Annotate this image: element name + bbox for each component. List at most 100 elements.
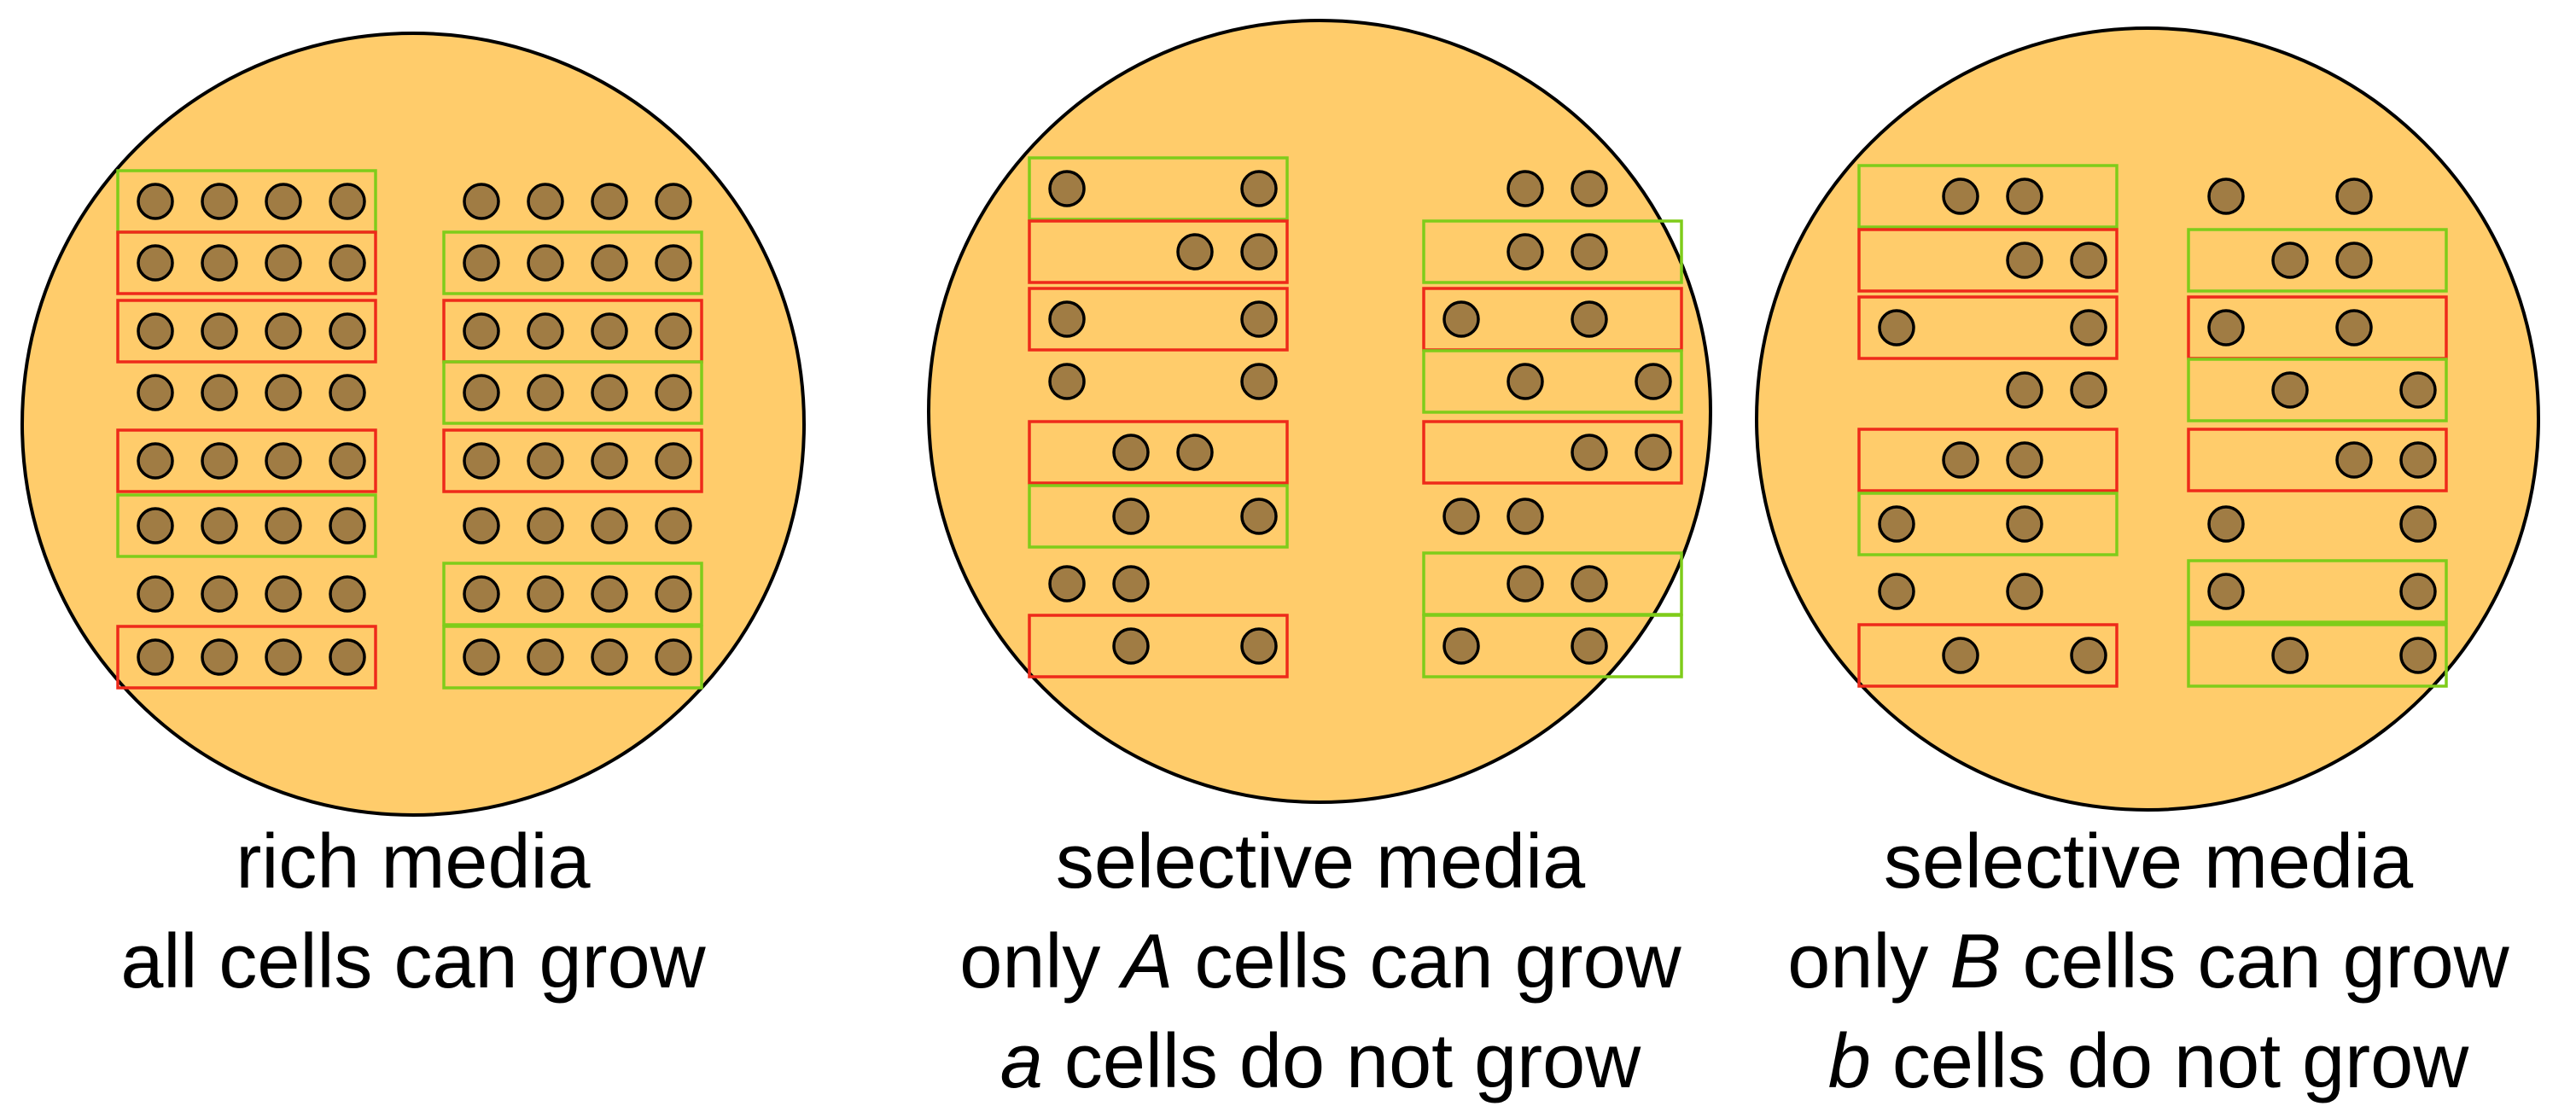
caption-text: only	[959, 919, 1122, 1004]
colony	[137, 638, 174, 676]
green-box-outline	[116, 493, 377, 558]
colony	[655, 312, 692, 350]
caption-text: only	[1787, 919, 1950, 1004]
colony	[2006, 242, 2043, 279]
colony	[201, 638, 238, 676]
colony	[655, 244, 692, 282]
colony	[591, 183, 628, 220]
colony	[1571, 434, 1608, 471]
green-box-outline	[442, 360, 703, 425]
colony	[1240, 300, 1278, 338]
petri-dish-rich	[20, 32, 806, 817]
colony	[2070, 309, 2107, 346]
colony	[527, 575, 564, 613]
colony	[527, 244, 564, 282]
colony	[137, 244, 174, 282]
colony	[1112, 627, 1150, 665]
colony	[1048, 565, 1086, 603]
green-box-outline	[1422, 614, 1683, 678]
colony	[265, 442, 302, 480]
colony	[201, 374, 238, 411]
colony	[2399, 637, 2437, 674]
colony	[2271, 242, 2309, 279]
colony	[137, 507, 174, 544]
colony	[137, 312, 174, 350]
green-box-outline	[2187, 228, 2448, 293]
colony	[527, 183, 564, 220]
colony	[329, 374, 366, 411]
caption-italic-term: b	[1827, 1019, 1871, 1104]
caption-line: all cells can grow	[114, 912, 712, 1012]
colony	[1878, 309, 1915, 346]
colony	[1442, 627, 1480, 665]
colony	[2006, 178, 2043, 215]
green-box-outline	[1028, 156, 1289, 221]
red-box-outline	[1028, 219, 1289, 284]
colony	[1571, 300, 1608, 338]
caption-text: rich media	[236, 819, 591, 905]
colony	[1571, 565, 1608, 603]
colony	[1942, 441, 1979, 479]
petri-dish-selective-B	[1755, 26, 2540, 812]
petri-dish-selective-A	[927, 19, 1712, 804]
green-box-outline	[1028, 484, 1289, 549]
plate-selective-B	[1755, 26, 2540, 812]
red-box-outline	[1028, 287, 1289, 352]
colony	[137, 442, 174, 480]
colony	[1507, 233, 1544, 271]
caption-text: selective media	[1055, 819, 1586, 905]
colony	[1878, 505, 1915, 543]
colony	[137, 183, 174, 220]
colony	[2271, 637, 2309, 674]
colony	[201, 244, 238, 282]
colony	[655, 507, 692, 544]
red-box-outline	[1857, 623, 2118, 688]
colony	[137, 374, 174, 411]
colony	[1571, 170, 1608, 207]
red-box-outline	[1422, 420, 1683, 485]
red-box-outline	[1028, 420, 1289, 485]
colony	[463, 575, 500, 613]
colony	[655, 374, 692, 411]
colony	[655, 575, 692, 613]
colony	[1240, 498, 1278, 535]
colony	[527, 638, 564, 676]
caption-text: cells can grow	[2001, 919, 2509, 1004]
colony	[1635, 434, 1672, 471]
colony	[1112, 498, 1150, 535]
red-box-outline	[116, 299, 377, 364]
colony	[1176, 233, 1214, 271]
colony	[655, 638, 692, 676]
colony	[527, 312, 564, 350]
colony	[2335, 309, 2373, 346]
green-box-outline	[1857, 164, 2118, 229]
colony	[201, 442, 238, 480]
plate-selective-A	[927, 19, 1712, 804]
colony	[329, 442, 366, 480]
colony	[1240, 627, 1278, 665]
colony	[1571, 233, 1608, 271]
colony	[463, 183, 500, 220]
colony	[265, 244, 302, 282]
colony	[201, 507, 238, 544]
caption-italic-term: B	[1949, 919, 2002, 1004]
colony	[527, 442, 564, 480]
colony	[329, 312, 366, 350]
green-box-outline	[2187, 358, 2448, 422]
red-box-outline	[1857, 228, 2118, 293]
colony	[1240, 233, 1278, 271]
colony	[1942, 637, 1979, 674]
caption-line: selective media	[1756, 812, 2541, 912]
colony	[1442, 498, 1480, 535]
colony	[463, 507, 500, 544]
green-box-outline	[1857, 492, 2118, 556]
colony	[2399, 505, 2437, 543]
green-box-outline	[2187, 559, 2448, 624]
colony	[1240, 170, 1278, 207]
green-box-outline	[442, 625, 703, 690]
caption-italic-term: A	[1122, 919, 1174, 1004]
colony	[265, 312, 302, 350]
